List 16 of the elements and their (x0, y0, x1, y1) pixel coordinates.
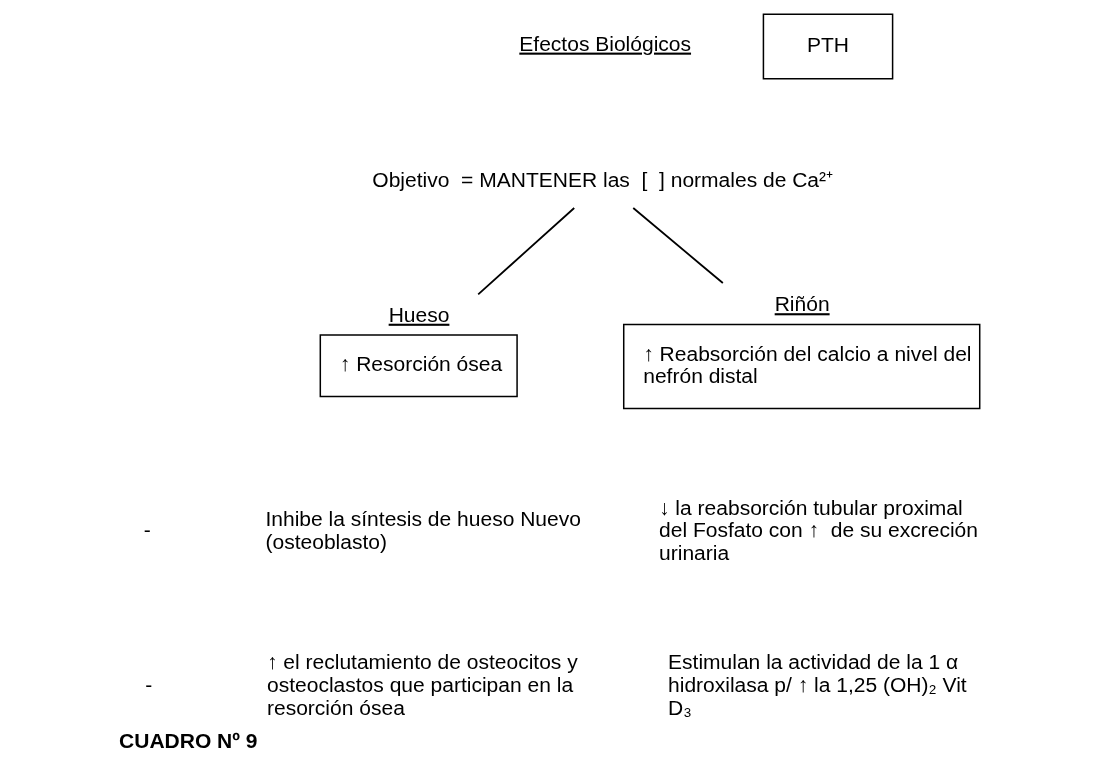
node-label: Riñón (774, 292, 830, 316)
node-label: Hueso (388, 302, 449, 326)
label: Estimulan la actividad de la 1 α hidroxilasa p/ ↑ la 1,25 (OH)₂ Vit D₃ (667, 650, 967, 719)
connector (476, 207, 575, 296)
node-box: PTH (762, 13, 893, 80)
node-box: ↑ Resorción ósea (319, 334, 518, 398)
label: - (144, 672, 152, 696)
label: Inhibe la síntesis de hueso Nuevo (osteoblasto) (264, 506, 581, 553)
node-text: Objetivo = MANTENER las [ ] normales de Ca²⁺ (371, 167, 833, 191)
label: ↑ el reclutamiento de osteocitos y osteoclastos que participan en la resorción ósea (266, 650, 578, 719)
caption: CUADRO Nº 9 (118, 728, 257, 752)
label: ↓ la reabsorción tubular proximal del Fosfato con ↑ de su excreción urinaria (658, 495, 978, 564)
label: - (143, 518, 151, 542)
node-box: ↑ Reabsorción del calcio a nivel del nefrón distal (622, 323, 980, 410)
connector (631, 207, 724, 284)
label: Efectos Biológicos (518, 31, 691, 55)
